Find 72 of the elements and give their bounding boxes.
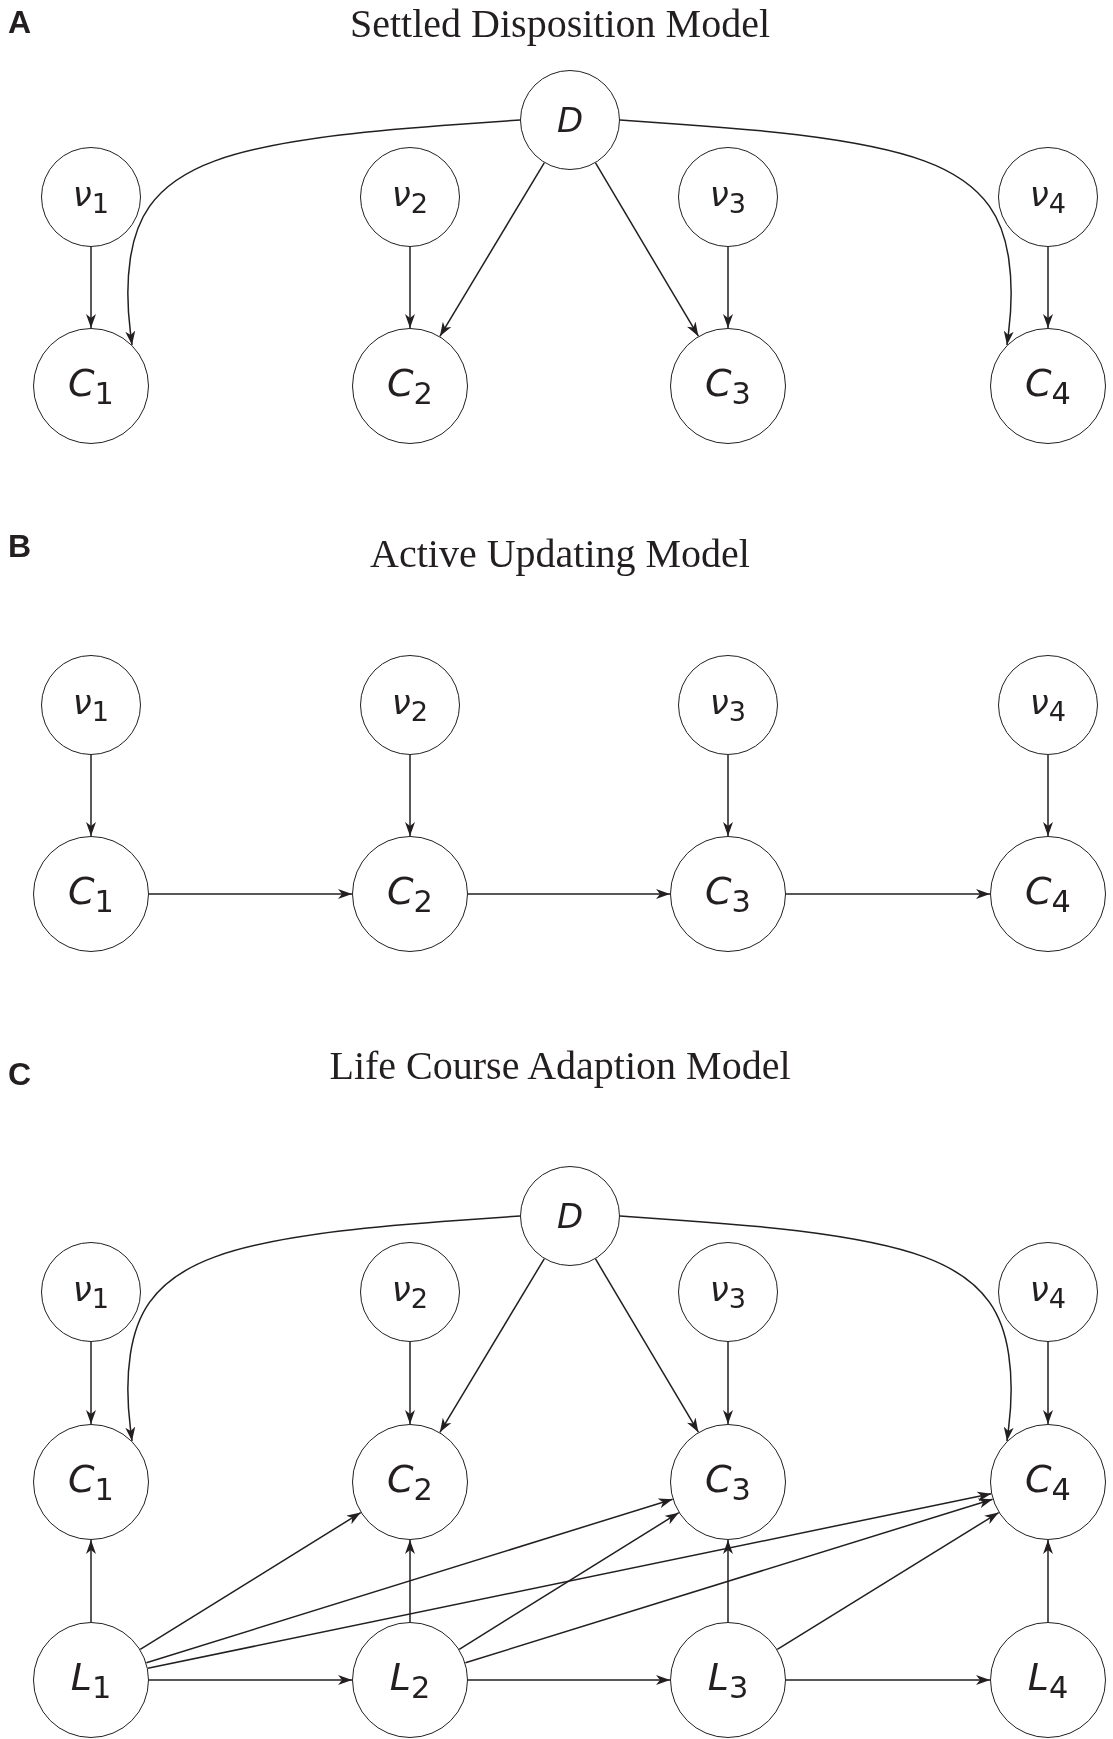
arrow <box>785 889 991 899</box>
variable-label: C$_{3}$ <box>705 363 751 409</box>
variable-label: C$_{4}$ <box>1025 871 1071 917</box>
arrow <box>439 1258 545 1434</box>
variable-label: ν$_{1}$ <box>72 685 110 725</box>
arrow <box>86 246 96 329</box>
panel-title: Active Updating Model <box>370 530 750 577</box>
variable-label: ν$_{3}$ <box>709 1272 747 1312</box>
arrow <box>467 1675 671 1685</box>
variable-label: C$_{2}$ <box>387 1459 433 1505</box>
variable-label: ν$_{3}$ <box>709 685 747 725</box>
variable-label: C$_{4}$ <box>1025 1459 1071 1505</box>
variable-label: ν$_{1}$ <box>72 1272 110 1312</box>
arrow <box>405 246 415 329</box>
arrow <box>145 1498 674 1664</box>
variable-label: ν$_{4}$ <box>1029 177 1067 217</box>
arrow <box>1043 1539 1053 1623</box>
variable-label: C$_{1}$ <box>68 1459 114 1505</box>
variable-label: ν$_{2}$ <box>391 1272 429 1312</box>
arrow <box>467 889 671 899</box>
arrow <box>86 1539 96 1623</box>
variable-label: C$_{1}$ <box>68 871 114 917</box>
arrow <box>125 1215 521 1442</box>
variable-label: D <box>556 1199 584 1233</box>
arrow <box>723 246 733 329</box>
variable-label: C$_{2}$ <box>387 363 433 409</box>
arrow <box>125 119 521 346</box>
variable-label: ν$_{1}$ <box>72 177 110 217</box>
variable-label: C$_{4}$ <box>1025 363 1071 409</box>
panel-letter: A <box>8 4 32 41</box>
arrow <box>723 754 733 837</box>
variable-label: ν$_{2}$ <box>391 685 429 725</box>
panel-letter: B <box>8 528 32 565</box>
variable-label: L$_{2}$ <box>389 1657 431 1703</box>
arrow <box>723 1341 733 1425</box>
variable-label: L$_{1}$ <box>70 1657 112 1703</box>
panel-title: Settled Disposition Model <box>350 0 770 47</box>
arrow <box>86 754 96 837</box>
arrow <box>148 889 353 899</box>
arrow <box>405 1539 415 1623</box>
variable-label: C$_{3}$ <box>705 871 751 917</box>
variable-label: ν$_{4}$ <box>1029 685 1067 725</box>
variable-label: ν$_{3}$ <box>709 177 747 217</box>
arrow <box>1043 754 1053 837</box>
arrow <box>405 754 415 837</box>
arrow <box>86 1341 96 1425</box>
variable-label: L$_{3}$ <box>707 1657 749 1703</box>
arrow <box>785 1675 991 1685</box>
variable-label: ν$_{2}$ <box>391 177 429 217</box>
arrow <box>147 1491 992 1669</box>
variable-label: C$_{3}$ <box>705 1459 751 1505</box>
arrow <box>1043 246 1053 329</box>
arrow <box>619 119 1014 346</box>
panel-title: Life Course Adaption Model <box>329 1042 791 1089</box>
arrow <box>405 1341 415 1425</box>
arrow <box>148 1675 353 1685</box>
arrow <box>776 1511 1000 1651</box>
arrow <box>458 1511 680 1651</box>
arrow <box>439 162 545 338</box>
arrow <box>594 1258 700 1433</box>
arrow <box>619 1215 1014 1442</box>
arrow <box>139 1511 362 1651</box>
panel-letter: C <box>8 1056 32 1093</box>
arrow <box>1043 1341 1053 1425</box>
arrow <box>464 1498 994 1664</box>
arrow <box>723 1539 733 1623</box>
arrow <box>594 162 700 337</box>
variable-label: C$_{2}$ <box>387 871 433 917</box>
variable-label: C$_{1}$ <box>68 363 114 409</box>
variable-label: L$_{4}$ <box>1027 1657 1069 1703</box>
variable-label: ν$_{4}$ <box>1029 1272 1067 1312</box>
variable-label: D <box>556 103 584 137</box>
